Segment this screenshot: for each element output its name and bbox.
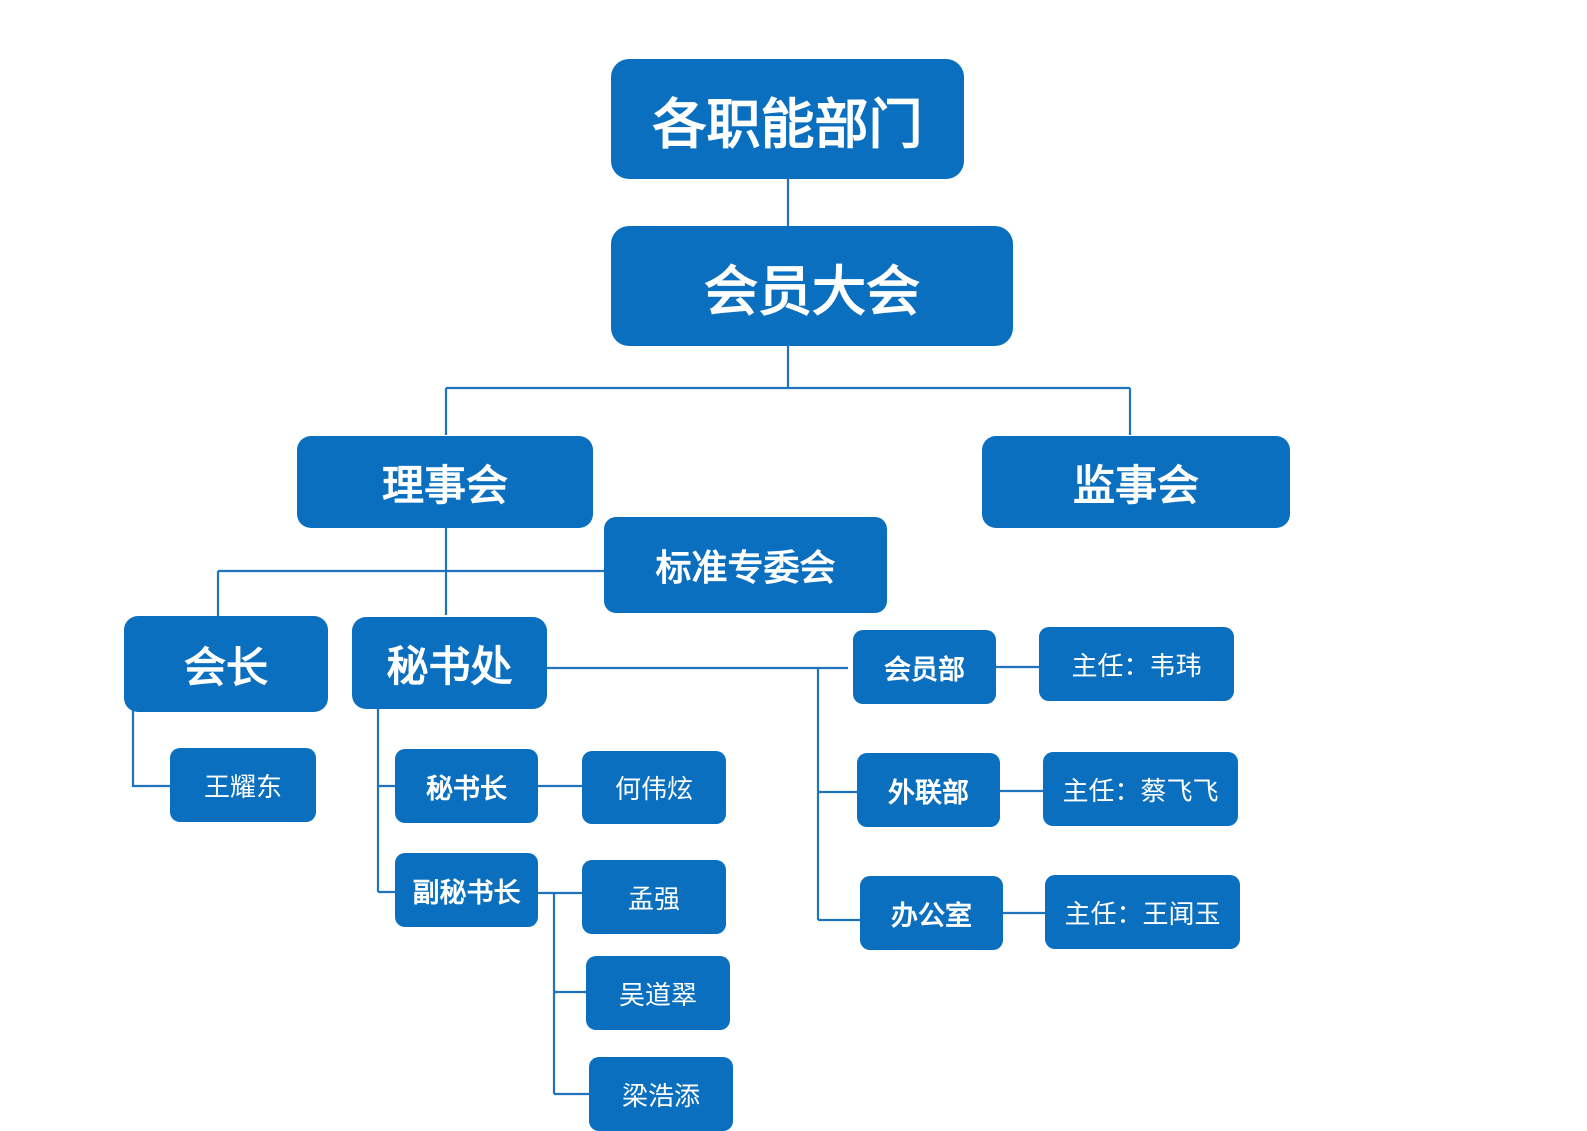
president-box: 会长 [124, 616, 328, 712]
committee-box: 标准专委会 [604, 517, 887, 613]
connector-assembly-branches [444, 341, 1132, 435]
department-box-3: 办公室 [860, 876, 1003, 950]
assembly-box: 会员大会 [611, 226, 1013, 346]
director-box-3: 主任：王闻玉 [1045, 875, 1240, 949]
deputy-name-box-1: 孟强 [582, 860, 726, 934]
council-box: 理事会 [297, 436, 593, 528]
connector-secretariat-departments [546, 666, 860, 922]
director-box-1: 主任：韦玮 [1039, 627, 1234, 701]
secretary-general-box: 秘书长 [395, 749, 538, 823]
root-box: 各职能部门 [611, 59, 964, 179]
deputy-secretary-box: 副秘书长 [395, 853, 538, 927]
connector-department-directors [994, 665, 1045, 915]
connector-deputy-names [537, 891, 589, 1096]
president-name-box: 王耀东 [170, 748, 316, 822]
secretary-general-name-box: 何伟炫 [582, 751, 726, 824]
supervisory-box: 监事会 [982, 436, 1290, 528]
connector-president-name [131, 710, 170, 788]
deputy-name-box-2: 吴道翠 [586, 956, 730, 1030]
director-box-2: 主任：蔡飞飞 [1043, 752, 1238, 826]
secretariat-box: 秘书处 [352, 617, 547, 709]
deputy-name-box-3: 梁浩添 [589, 1057, 733, 1131]
connector-committee-bus [216, 569, 604, 616]
department-box-2: 外联部 [857, 753, 1000, 827]
department-box-1: 会员部 [853, 630, 996, 704]
connector-secretariat-children [376, 708, 395, 894]
